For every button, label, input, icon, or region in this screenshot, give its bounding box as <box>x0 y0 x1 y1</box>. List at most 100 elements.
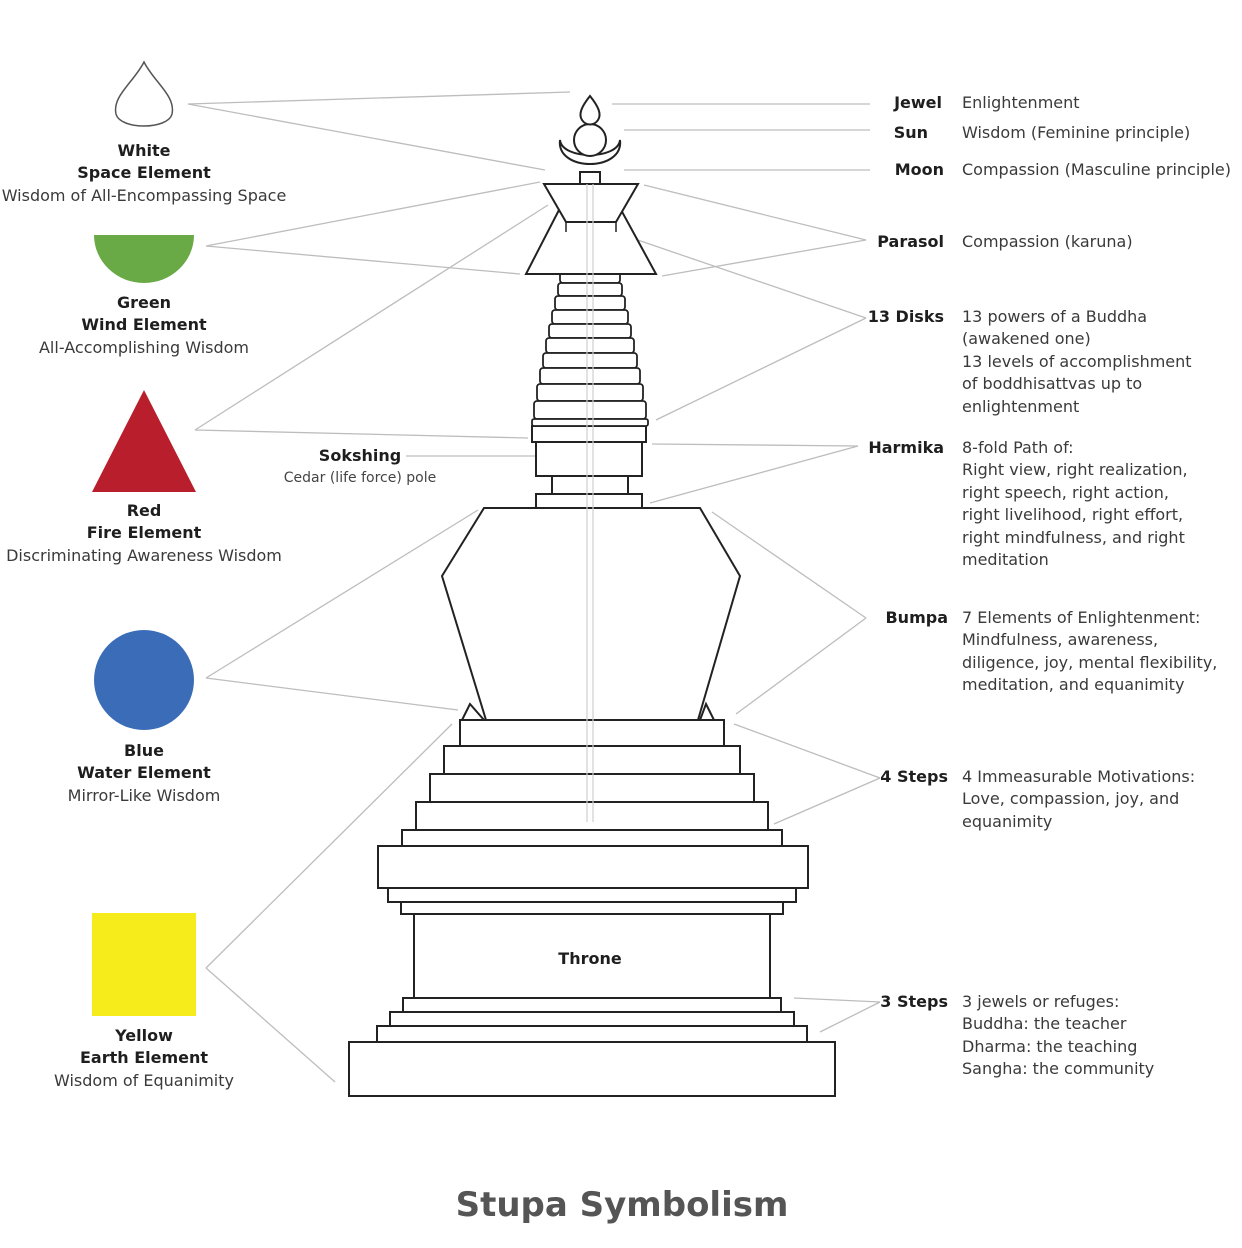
stupa-drawing: Throne <box>348 94 836 1097</box>
stupa-base <box>348 1041 836 1097</box>
part-meaning-line: Sangha: the community <box>962 1059 1154 1078</box>
part-label-3-steps: 3 Steps <box>880 992 948 1011</box>
part-label-moon: Moon <box>895 160 944 179</box>
part-callouts: Jewel Enlightenment Sun Wisdom (Feminine… <box>868 93 1231 1078</box>
element-wisdom: Mirror-Like Wisdom <box>68 786 221 805</box>
element-white: White Space Element Wisdom of All-Encomp… <box>2 141 287 205</box>
part-meaning-line: Dharma: the teaching <box>962 1037 1137 1056</box>
part-meaning-line: enlightenment <box>962 397 1079 416</box>
element-wisdom: All-Accomplishing Wisdom <box>39 338 249 357</box>
part-meaning-line: Buddha: the teacher <box>962 1014 1127 1033</box>
element-red: Red Fire Element Discriminating Awarenes… <box>6 501 282 565</box>
four-step-2 <box>429 773 755 803</box>
half-circle-icon <box>94 235 194 283</box>
disk-9 <box>557 282 623 297</box>
part-meaning-line: 3 jewels or refuges: <box>962 992 1119 1011</box>
drop-icon <box>114 60 174 127</box>
part-label-sun: Sun <box>894 123 928 142</box>
disk-5 <box>545 337 635 354</box>
part-meaning-line: of boddhisattvas up to <box>962 374 1142 393</box>
four-step-4 <box>401 829 783 847</box>
leader-lines <box>187 91 881 1083</box>
element-symbols <box>92 60 196 1016</box>
part-meaning-line: 13 powers of a Buddha <box>962 307 1147 326</box>
element-name: Wind Element <box>81 315 207 334</box>
element-color: Green <box>117 293 171 312</box>
part-meaning-line: right mindfulness, and right <box>962 528 1185 547</box>
part-meaning-jewel: Enlightenment <box>962 93 1080 112</box>
harmika-top <box>531 425 647 443</box>
part-meaning-line: Mindfulness, awareness, <box>962 630 1158 649</box>
disk-8 <box>554 295 626 311</box>
element-color: Blue <box>124 741 164 760</box>
part-label-jewel: Jewel <box>893 93 942 112</box>
moon-crescent <box>558 139 622 165</box>
element-name: Fire Element <box>87 523 202 542</box>
part-label-4-steps: 4 Steps <box>880 767 948 786</box>
throne <box>413 913 771 999</box>
part-meaning-line: 13 levels of accomplishment <box>962 352 1192 371</box>
jewel-drop <box>579 94 601 126</box>
element-name: Space Element <box>77 163 211 182</box>
throne-cap-1 <box>400 901 784 915</box>
part-meaning-line: right livelihood, right effort, <box>962 505 1183 524</box>
square-icon <box>92 913 196 1016</box>
three-step-2 <box>389 1011 795 1027</box>
sokshing-label: Sokshing <box>319 446 401 465</box>
three-step-1 <box>402 997 782 1013</box>
element-yellow: Yellow Earth Element Wisdom of Equanimit… <box>54 1026 234 1090</box>
throne-slab <box>377 845 809 889</box>
element-name: Water Element <box>77 763 211 782</box>
element-wisdom: Wisdom of Equanimity <box>54 1071 234 1090</box>
part-meaning-line: meditation, and equanimity <box>962 675 1184 694</box>
element-color: Red <box>127 501 162 520</box>
part-meaning-line: 4 Immeasurable Motivations: <box>962 767 1195 786</box>
part-meaning-line: meditation <box>962 550 1049 569</box>
element-name: Earth Element <box>80 1048 208 1067</box>
part-meaning-line: Love, compassion, joy, and <box>962 789 1179 808</box>
harmika-base <box>535 493 643 509</box>
bumpa <box>440 507 742 721</box>
sun-orb <box>573 123 607 157</box>
disk-2 <box>536 383 644 402</box>
bumpa-right-foot <box>698 701 716 721</box>
part-label-harmika: Harmika <box>868 438 944 457</box>
element-green: Green Wind Element All-Accomplishing Wis… <box>39 293 249 357</box>
element-color: Yellow <box>114 1026 173 1045</box>
disk-7 <box>551 309 629 325</box>
part-label-13-disks: 13 Disks <box>868 307 944 326</box>
part-meaning-line: equanimity <box>962 812 1052 831</box>
part-meaning-moon: Compassion (Masculine principle) <box>962 160 1231 179</box>
part-meaning-line: 7 Elements of Enlightenment: <box>962 608 1200 627</box>
bumpa-base <box>459 719 725 747</box>
harmika-neck <box>551 475 629 495</box>
triangle-icon <box>92 390 196 492</box>
throne-cap-2 <box>387 887 797 903</box>
part-meaning-line: Right view, right realization, <box>962 460 1188 479</box>
part-label-bumpa: Bumpa <box>885 608 948 627</box>
harmika <box>535 441 643 477</box>
element-wisdom: Wisdom of All-Encompassing Space <box>2 186 287 205</box>
disk-6 <box>548 323 632 339</box>
diagram-title: Stupa Symbolism <box>456 1185 789 1225</box>
circle-icon <box>94 630 194 730</box>
bumpa-left-foot <box>460 702 487 721</box>
disk-base <box>531 418 649 427</box>
four-step-1 <box>443 745 741 775</box>
sokshing-callout: Sokshing Cedar (life force) pole <box>284 446 436 486</box>
disk-4 <box>542 352 638 369</box>
four-step-3 <box>415 801 769 831</box>
part-meaning-line: 8-fold Path of: <box>962 438 1074 457</box>
crest-collar <box>579 171 601 185</box>
three-step-3 <box>376 1025 808 1043</box>
part-meaning-line: (awakened one) <box>962 329 1091 348</box>
disk-3 <box>539 367 641 385</box>
element-labels: White Space Element Wisdom of All-Encomp… <box>2 141 287 1090</box>
part-label-parasol: Parasol <box>877 232 944 251</box>
part-meaning-line: right speech, right action, <box>962 483 1169 502</box>
element-color: White <box>117 141 170 160</box>
sokshing-desc: Cedar (life force) pole <box>284 470 436 486</box>
element-wisdom: Discriminating Awareness Wisdom <box>6 546 282 565</box>
element-blue: Blue Water Element Mirror-Like Wisdom <box>68 741 221 805</box>
